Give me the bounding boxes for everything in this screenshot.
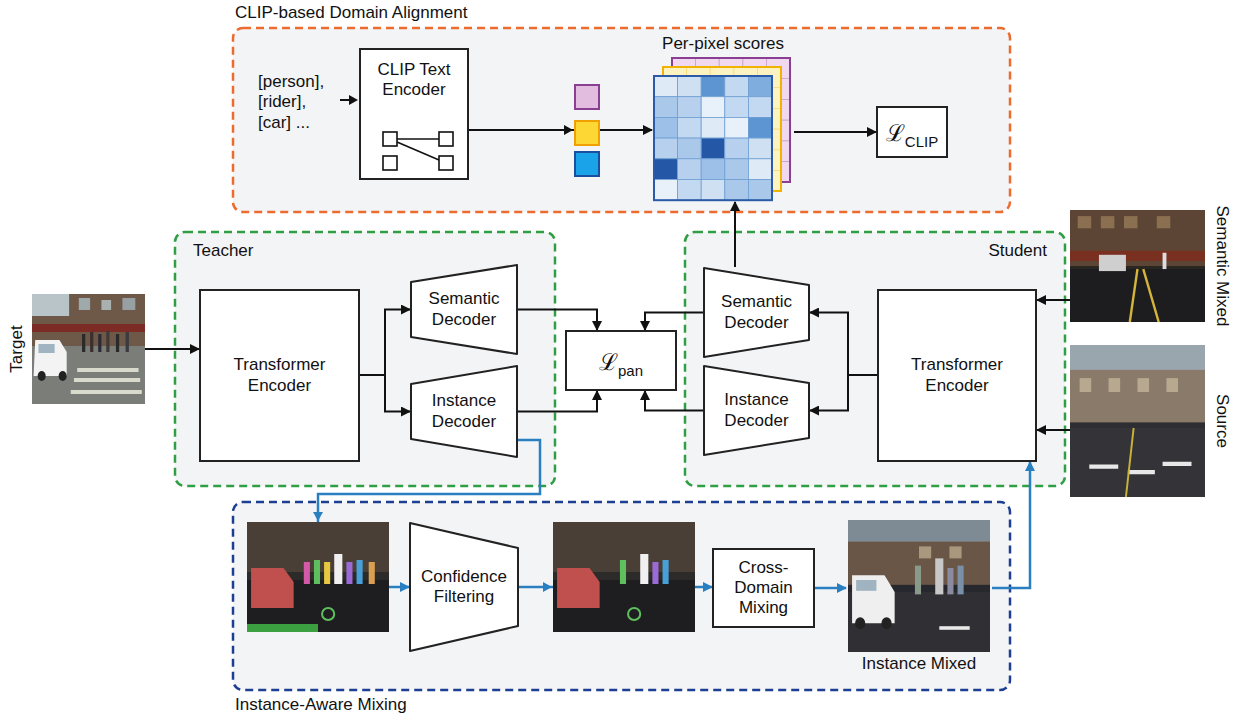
mixing-region: Instance-Aware MixingConfidence Filterin…: [233, 502, 1010, 690]
dashed-region: [233, 28, 1010, 212]
box-content: ℒpan: [567, 332, 675, 389]
arrow-head: [543, 582, 552, 592]
connector-arrow: [815, 587, 846, 590]
loss-symbol: ℒpan: [599, 345, 643, 377]
encoder-box: Transformer Encoder: [199, 289, 360, 462]
prompt-list: [person], [rider], [car] ...: [258, 72, 338, 133]
loss-symbol: ℒCLIP: [886, 116, 938, 148]
loss-box: ℒpan: [565, 330, 677, 391]
connector-arrow: [645, 391, 703, 411]
connector-arrow: [734, 202, 736, 267]
box-content: ℒCLIP: [878, 108, 946, 156]
class-embeddings: [564, 85, 599, 176]
connector-arrow: [794, 131, 876, 133]
box-label: Instance Decoder: [711, 390, 802, 430]
connector-arrow: [360, 375, 410, 412]
text-encoder-box: CLIP Text Encoder: [359, 48, 469, 180]
box-label: Cross-Domain Mixing: [720, 558, 807, 618]
photo: [32, 294, 145, 404]
box-label: Semantic Decoder: [711, 292, 802, 332]
image-label: Source: [1214, 394, 1231, 448]
box-content: Transformer Encoder: [201, 291, 358, 460]
connector-arrow: [1037, 429, 1070, 431]
decoder-trapezoid: Semantic Decoder: [703, 267, 810, 358]
loss-letter: ℒ: [599, 349, 618, 375]
photo: [1070, 345, 1205, 497]
box-content: Confidence Filtering: [409, 522, 519, 652]
map-heading: Per-pixel scores: [652, 34, 794, 54]
box-label: CLIP Text Encoder: [367, 60, 461, 100]
source-image: Source: [1070, 345, 1236, 497]
region-heading: Teacher: [193, 242, 253, 261]
region-heading: Student: [988, 242, 1047, 261]
region-heading: CLIP-based Domain Alignment: [235, 4, 467, 23]
connector-arrow: [518, 391, 597, 412]
box-content: Instance Decoder: [703, 365, 810, 456]
connector-arrow: [360, 310, 410, 376]
box-label: Transformer Encoder: [207, 355, 352, 395]
decoder-trapezoid: Instance Decoder: [410, 365, 518, 458]
mixing-box: Cross-Domain Mixing: [712, 548, 815, 628]
loss-subscript: pan: [618, 362, 643, 379]
connector-arrow: [1037, 299, 1070, 301]
box-label: Confidence Filtering: [417, 567, 511, 607]
box-label: Transformer Encoder: [885, 355, 1029, 395]
score-heatmap: [652, 34, 794, 202]
target-image: Target: [4, 294, 145, 404]
connector-arrow: [645, 313, 703, 331]
photo: [848, 520, 990, 652]
decoder-trapezoid: Semantic Decoder: [410, 264, 518, 355]
box-content: Transformer Encoder: [879, 291, 1035, 460]
connector-arrow: [145, 348, 199, 350]
connector-arrow: [810, 375, 877, 411]
image-label: Semantic Mixed: [1214, 206, 1231, 327]
photo: [1070, 210, 1205, 322]
teacher-prediction-image: [247, 522, 389, 632]
loss-subscript: CLIP: [905, 133, 938, 150]
semantic-mixed-image: Semantic Mixed: [1070, 208, 1236, 324]
score-map: Per-pixel scores: [652, 34, 794, 202]
box-content: Semantic Decoder: [410, 264, 518, 355]
dashed-region: [175, 232, 555, 486]
arrow-head: [313, 512, 323, 521]
filter-trapezoid: Confidence Filtering: [409, 522, 519, 652]
box-content: CLIP Text Encoder: [361, 50, 467, 178]
dashed-region: [685, 232, 1065, 486]
image-label: Instance Mixed: [846, 654, 992, 674]
student-region: StudentSemantic DecoderInstance Decoder T…: [685, 232, 1065, 486]
clip-alignment-region: CLIP-based Domain AlignmentCLIP Text Enc…: [233, 28, 1010, 212]
image-label: Target: [8, 325, 25, 372]
teacher-region: TeacherTransformer Encoder Semantic Decod…: [175, 232, 555, 486]
decoder-trapezoid: Instance Decoder: [703, 365, 810, 456]
box-label: Instance Decoder: [418, 391, 510, 431]
box-content: Cross-Domain Mixing: [714, 550, 813, 626]
region-heading: Instance-Aware Mixing: [235, 696, 407, 715]
dashed-region: [233, 502, 1010, 690]
box-content: Instance Decoder: [410, 365, 518, 458]
box-label: Semantic Decoder: [418, 289, 510, 329]
loss-letter: ℒ: [886, 120, 905, 146]
encoder-box: Transformer Encoder: [877, 289, 1037, 462]
box-content: Semantic Decoder: [703, 267, 810, 358]
connector-arrow: [992, 462, 1030, 588]
connector-arrow: [810, 313, 877, 376]
prompt-arrow: [340, 95, 358, 105]
mixed-image: Instance Mixed: [846, 520, 992, 674]
connector-arrow: [469, 129, 652, 131]
connector-arrow: [518, 310, 597, 331]
filtered-prediction-image: [553, 522, 695, 632]
loss-box: ℒCLIP: [876, 106, 948, 158]
